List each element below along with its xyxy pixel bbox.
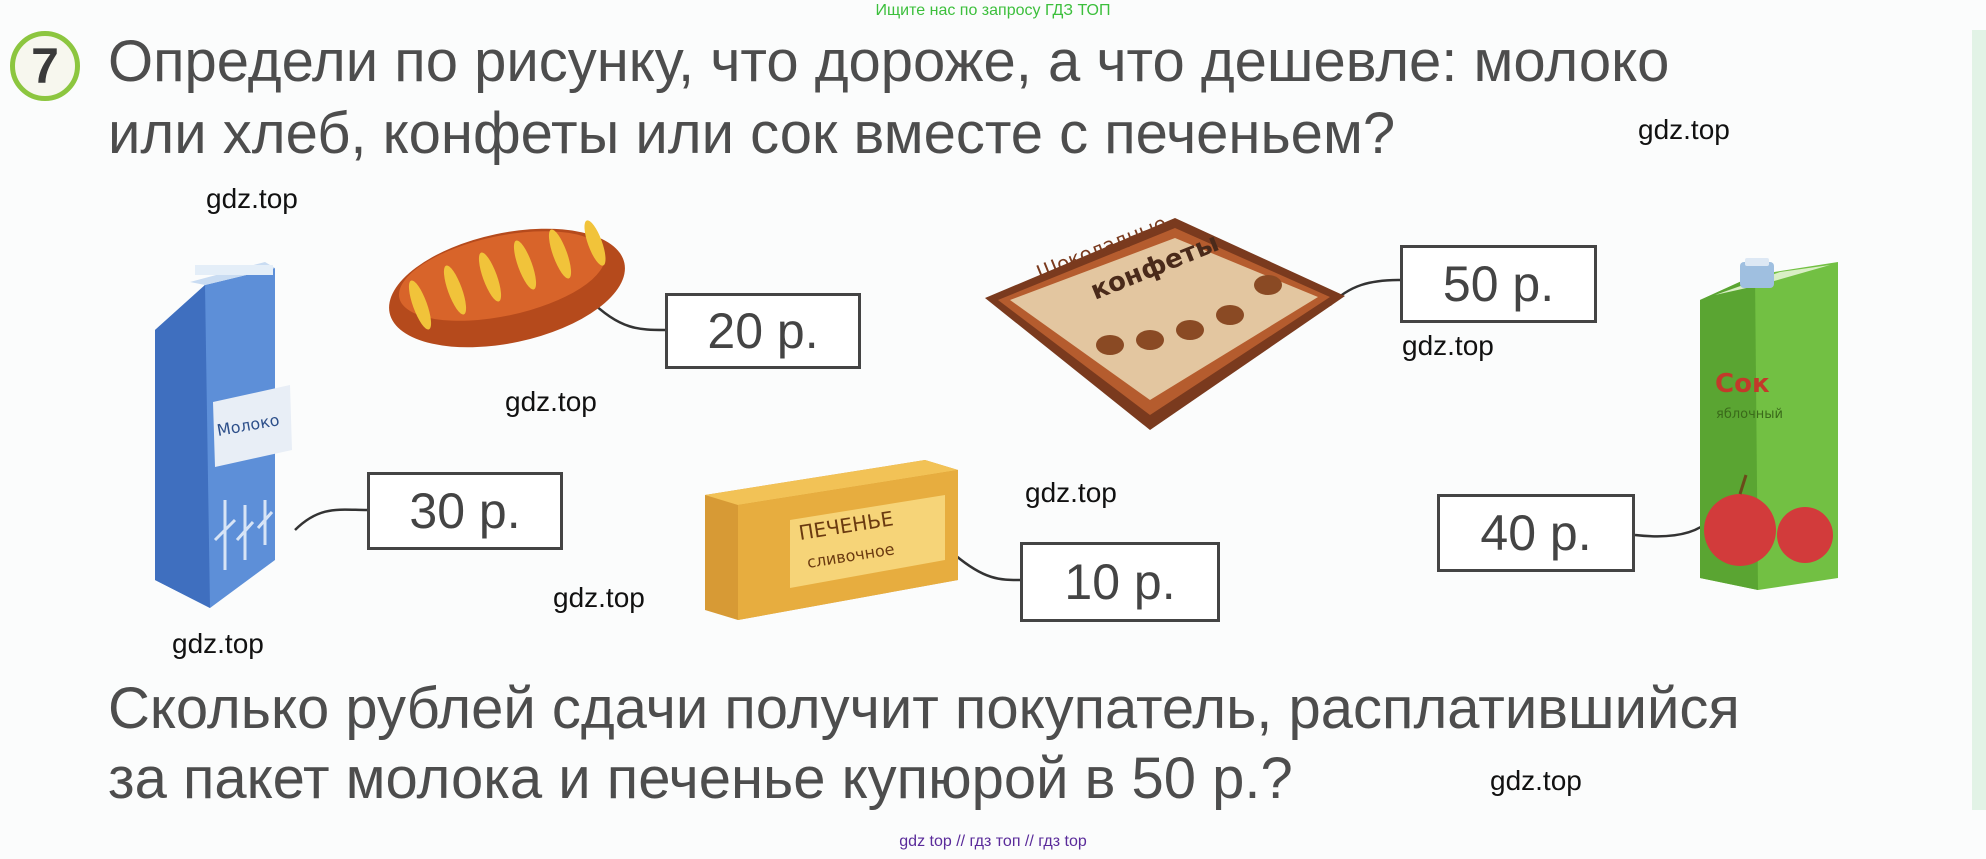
cookies-package-image: ПЕЧЕНЬЕ сливочное — [705, 460, 958, 620]
watermark: gdz.top — [1025, 477, 1117, 508]
question-text-line-1: Сколько рублей сдачи получит покупатель,… — [108, 676, 1740, 741]
task-text-line-2: или хлеб, конфеты или сок вместе с печен… — [108, 101, 1396, 166]
bread-image — [389, 220, 625, 348]
watermark: gdz.top — [1638, 114, 1730, 145]
watermark: gdz.top — [505, 386, 597, 417]
page-edge-strip — [1972, 30, 1986, 810]
juice-package-label-1: Сок — [1715, 369, 1770, 399]
juice-package-label-2: яблочный — [1716, 407, 1783, 422]
juice-price-tag: 40 р. — [1437, 494, 1635, 572]
watermark: gdz.top — [1402, 330, 1494, 361]
milk-carton-image: Молоко — [155, 262, 292, 608]
candies-price-connector — [1329, 278, 1401, 306]
task-text-line-1: Определи по рисунку, что дороже, а что д… — [108, 29, 1670, 94]
candy-box-image: Шоколадные конфеты — [985, 211, 1345, 430]
footer-hint: gdz top // гдз топ // гдз top — [899, 833, 1087, 850]
watermark: gdz.top — [553, 582, 645, 613]
milk-price-tag: 30 р. — [367, 472, 563, 550]
candies-price-tag: 50 р. — [1400, 245, 1597, 323]
watermark: gdz.top — [206, 183, 298, 214]
task-number-badge: 7 — [10, 31, 80, 101]
question-text-line-2: за пакет молока и печенье купюрой в 50 р… — [108, 746, 1293, 811]
watermark: gdz.top — [172, 628, 264, 659]
watermark: gdz.top — [1490, 765, 1582, 796]
site-hint: Ищите нас по запросу ГДЗ ТОП — [875, 2, 1111, 19]
juice-price-connector — [1634, 519, 1711, 538]
bread-price-tag: 20 р. — [665, 293, 861, 369]
cookies-price-connector — [954, 554, 1021, 582]
cookies-price-tag: 10 р. — [1020, 542, 1220, 622]
bread-price-connector — [589, 299, 666, 332]
juice-box-image: Сок яблочный — [1700, 258, 1838, 590]
milk-price-connector — [294, 508, 368, 531]
